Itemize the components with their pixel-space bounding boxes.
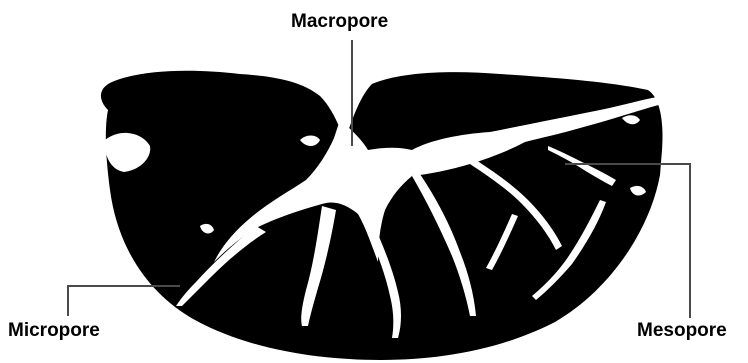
mesopore-label: Mesopore xyxy=(637,321,727,340)
micropore-label: Micropore xyxy=(8,321,100,340)
macropore-label: Macropore xyxy=(291,12,388,31)
